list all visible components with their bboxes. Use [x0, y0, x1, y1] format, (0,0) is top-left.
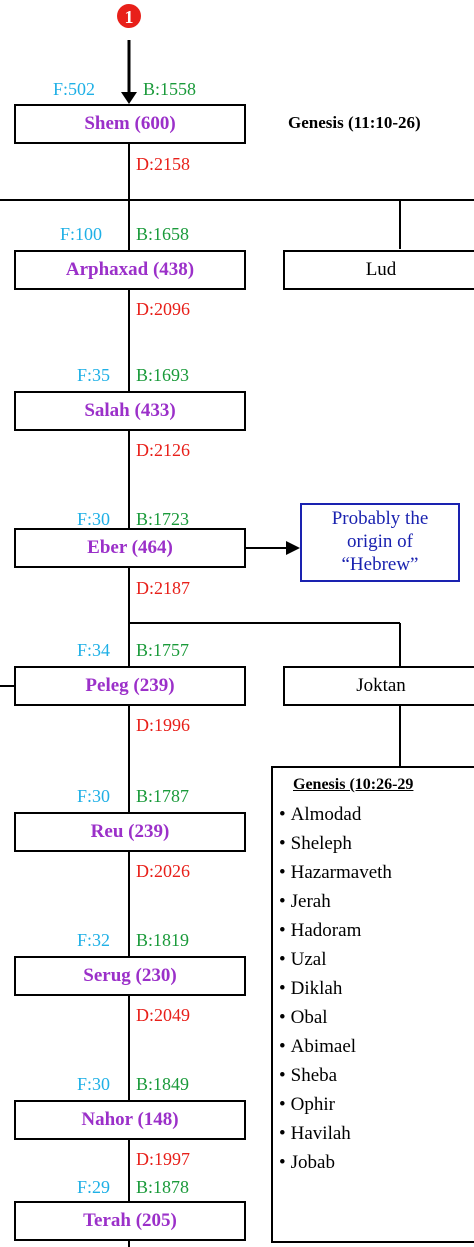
- nahor-box: Nahor (148): [14, 1100, 246, 1140]
- step-marker-icon: 1: [117, 4, 141, 28]
- list-item: Sheleph: [279, 829, 392, 858]
- shem-birth-year: B:1558: [143, 79, 197, 99]
- eber-father-age: F:30: [77, 509, 111, 529]
- terah-father-age: F:29: [77, 1177, 111, 1197]
- note-line-1: Probably the: [331, 508, 429, 529]
- genesis-10-heading: Genesis (10:26-29: [293, 776, 414, 793]
- nahor-birth-year: B:1849: [136, 1074, 190, 1094]
- serug-box: Serug (230): [14, 956, 246, 996]
- list-item: Hadoram: [279, 916, 392, 945]
- salah-birth-year: B:1693: [136, 365, 190, 385]
- nahor-death-year: D:1997: [136, 1149, 190, 1169]
- genesis-11-heading: Genesis (11:10-26): [288, 113, 421, 132]
- salah-father-age: F:35: [77, 365, 111, 385]
- eber-birth-year: B:1723: [136, 509, 190, 529]
- reu-birth-year: B:1787: [136, 786, 190, 806]
- joktan-sons-list: Genesis (10:26-29 Almodad Sheleph Hazarm…: [271, 766, 474, 1243]
- list-item: Uzal: [279, 945, 392, 974]
- list-item: Havilah: [279, 1119, 392, 1148]
- peleg-death-year: D:1996: [136, 715, 190, 735]
- serug-father-age: F:32: [77, 930, 111, 950]
- eber-death-year: D:2187: [136, 578, 190, 598]
- sons-list: Almodad Sheleph Hazarmaveth Jerah Hadora…: [279, 800, 392, 1177]
- list-item: Jobab: [279, 1148, 392, 1177]
- step-marker-label: 1: [125, 7, 134, 27]
- arphaxad-father-age: F:100: [60, 224, 103, 244]
- arphaxad-birth-year: B:1658: [136, 224, 190, 244]
- list-item: Jerah: [279, 887, 392, 916]
- serug-birth-year: B:1819: [136, 930, 190, 950]
- list-item: Hazarmaveth: [279, 858, 392, 887]
- salah-box: Salah (433): [14, 391, 246, 431]
- reu-father-age: F:30: [77, 786, 111, 806]
- terah-birth-year: B:1878: [136, 1177, 190, 1197]
- arphaxad-box: Arphaxad (438): [14, 250, 246, 290]
- peleg-father-age: F:34: [77, 640, 111, 660]
- list-item: Almodad: [279, 800, 392, 829]
- terah-box: Terah (205): [14, 1201, 246, 1241]
- peleg-birth-year: B:1757: [136, 640, 190, 660]
- list-item: Diklah: [279, 974, 392, 1003]
- nahor-father-age: F:30: [77, 1074, 111, 1094]
- list-item: Ophir: [279, 1090, 392, 1119]
- note-line-3: “Hebrew”: [341, 554, 419, 575]
- salah-death-year: D:2126: [136, 440, 190, 460]
- eber-box: Eber (464): [14, 528, 246, 568]
- joktan-box: Joktan: [283, 666, 474, 706]
- serug-death-year: D:2049: [136, 1005, 190, 1025]
- lud-box: Lud: [283, 250, 474, 290]
- peleg-box: Peleg (239): [14, 666, 246, 706]
- reu-box: Reu (239): [14, 812, 246, 852]
- arphaxad-death-year: D:2096: [136, 299, 190, 319]
- list-item: Obal: [279, 1003, 392, 1032]
- shem-father-age: F:502: [53, 79, 96, 99]
- reu-death-year: D:2026: [136, 861, 190, 881]
- hebrew-origin-note: Probably the origin of “Hebrew”: [300, 503, 460, 582]
- list-item: Sheba: [279, 1061, 392, 1090]
- shem-death-year: D:2158: [136, 154, 190, 174]
- list-item: Abimael: [279, 1032, 392, 1061]
- shem-box: Shem (600): [14, 104, 246, 144]
- note-line-2: origin of: [347, 531, 413, 552]
